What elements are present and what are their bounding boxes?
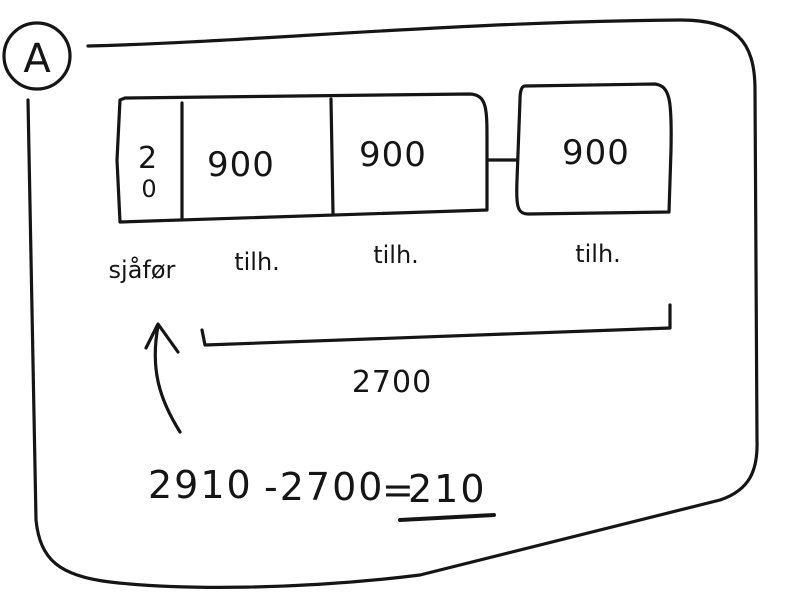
driver-bottom-digit: 0 — [141, 175, 156, 203]
equation-equals: = — [382, 468, 416, 512]
brace-total: 2700 — [352, 365, 432, 400]
equation: 2910 -2700 = 210 — [148, 463, 496, 522]
attendant-caption-1: tilh. — [234, 248, 280, 276]
brace — [200, 303, 672, 347]
up-arrow-head — [144, 322, 180, 354]
equation-minus: -2700 — [264, 465, 384, 509]
result-underline — [398, 513, 496, 522]
label-circle — [2, 21, 72, 91]
driver-caption: sjåfør — [109, 255, 176, 284]
attendant-caption-3: tilh. — [575, 240, 621, 268]
separate-box — [515, 82, 673, 216]
attendant-value-1: 900 — [207, 145, 275, 185]
equation-result: 210 — [408, 467, 487, 511]
attendant-value-2: 900 — [359, 135, 427, 175]
outer-frame — [26, 18, 759, 589]
driver-cell: 2 0 — [138, 141, 158, 203]
main-box — [115, 92, 489, 224]
up-arrow — [153, 324, 182, 434]
attendant-value-3: 900 — [562, 133, 630, 173]
attendant-caption-2: tilh. — [373, 241, 419, 269]
equation-lhs: 2910 — [148, 463, 253, 507]
divider-middle — [329, 97, 335, 215]
driver-top-digit: 2 — [138, 141, 158, 176]
label-letter: A — [23, 36, 51, 82]
